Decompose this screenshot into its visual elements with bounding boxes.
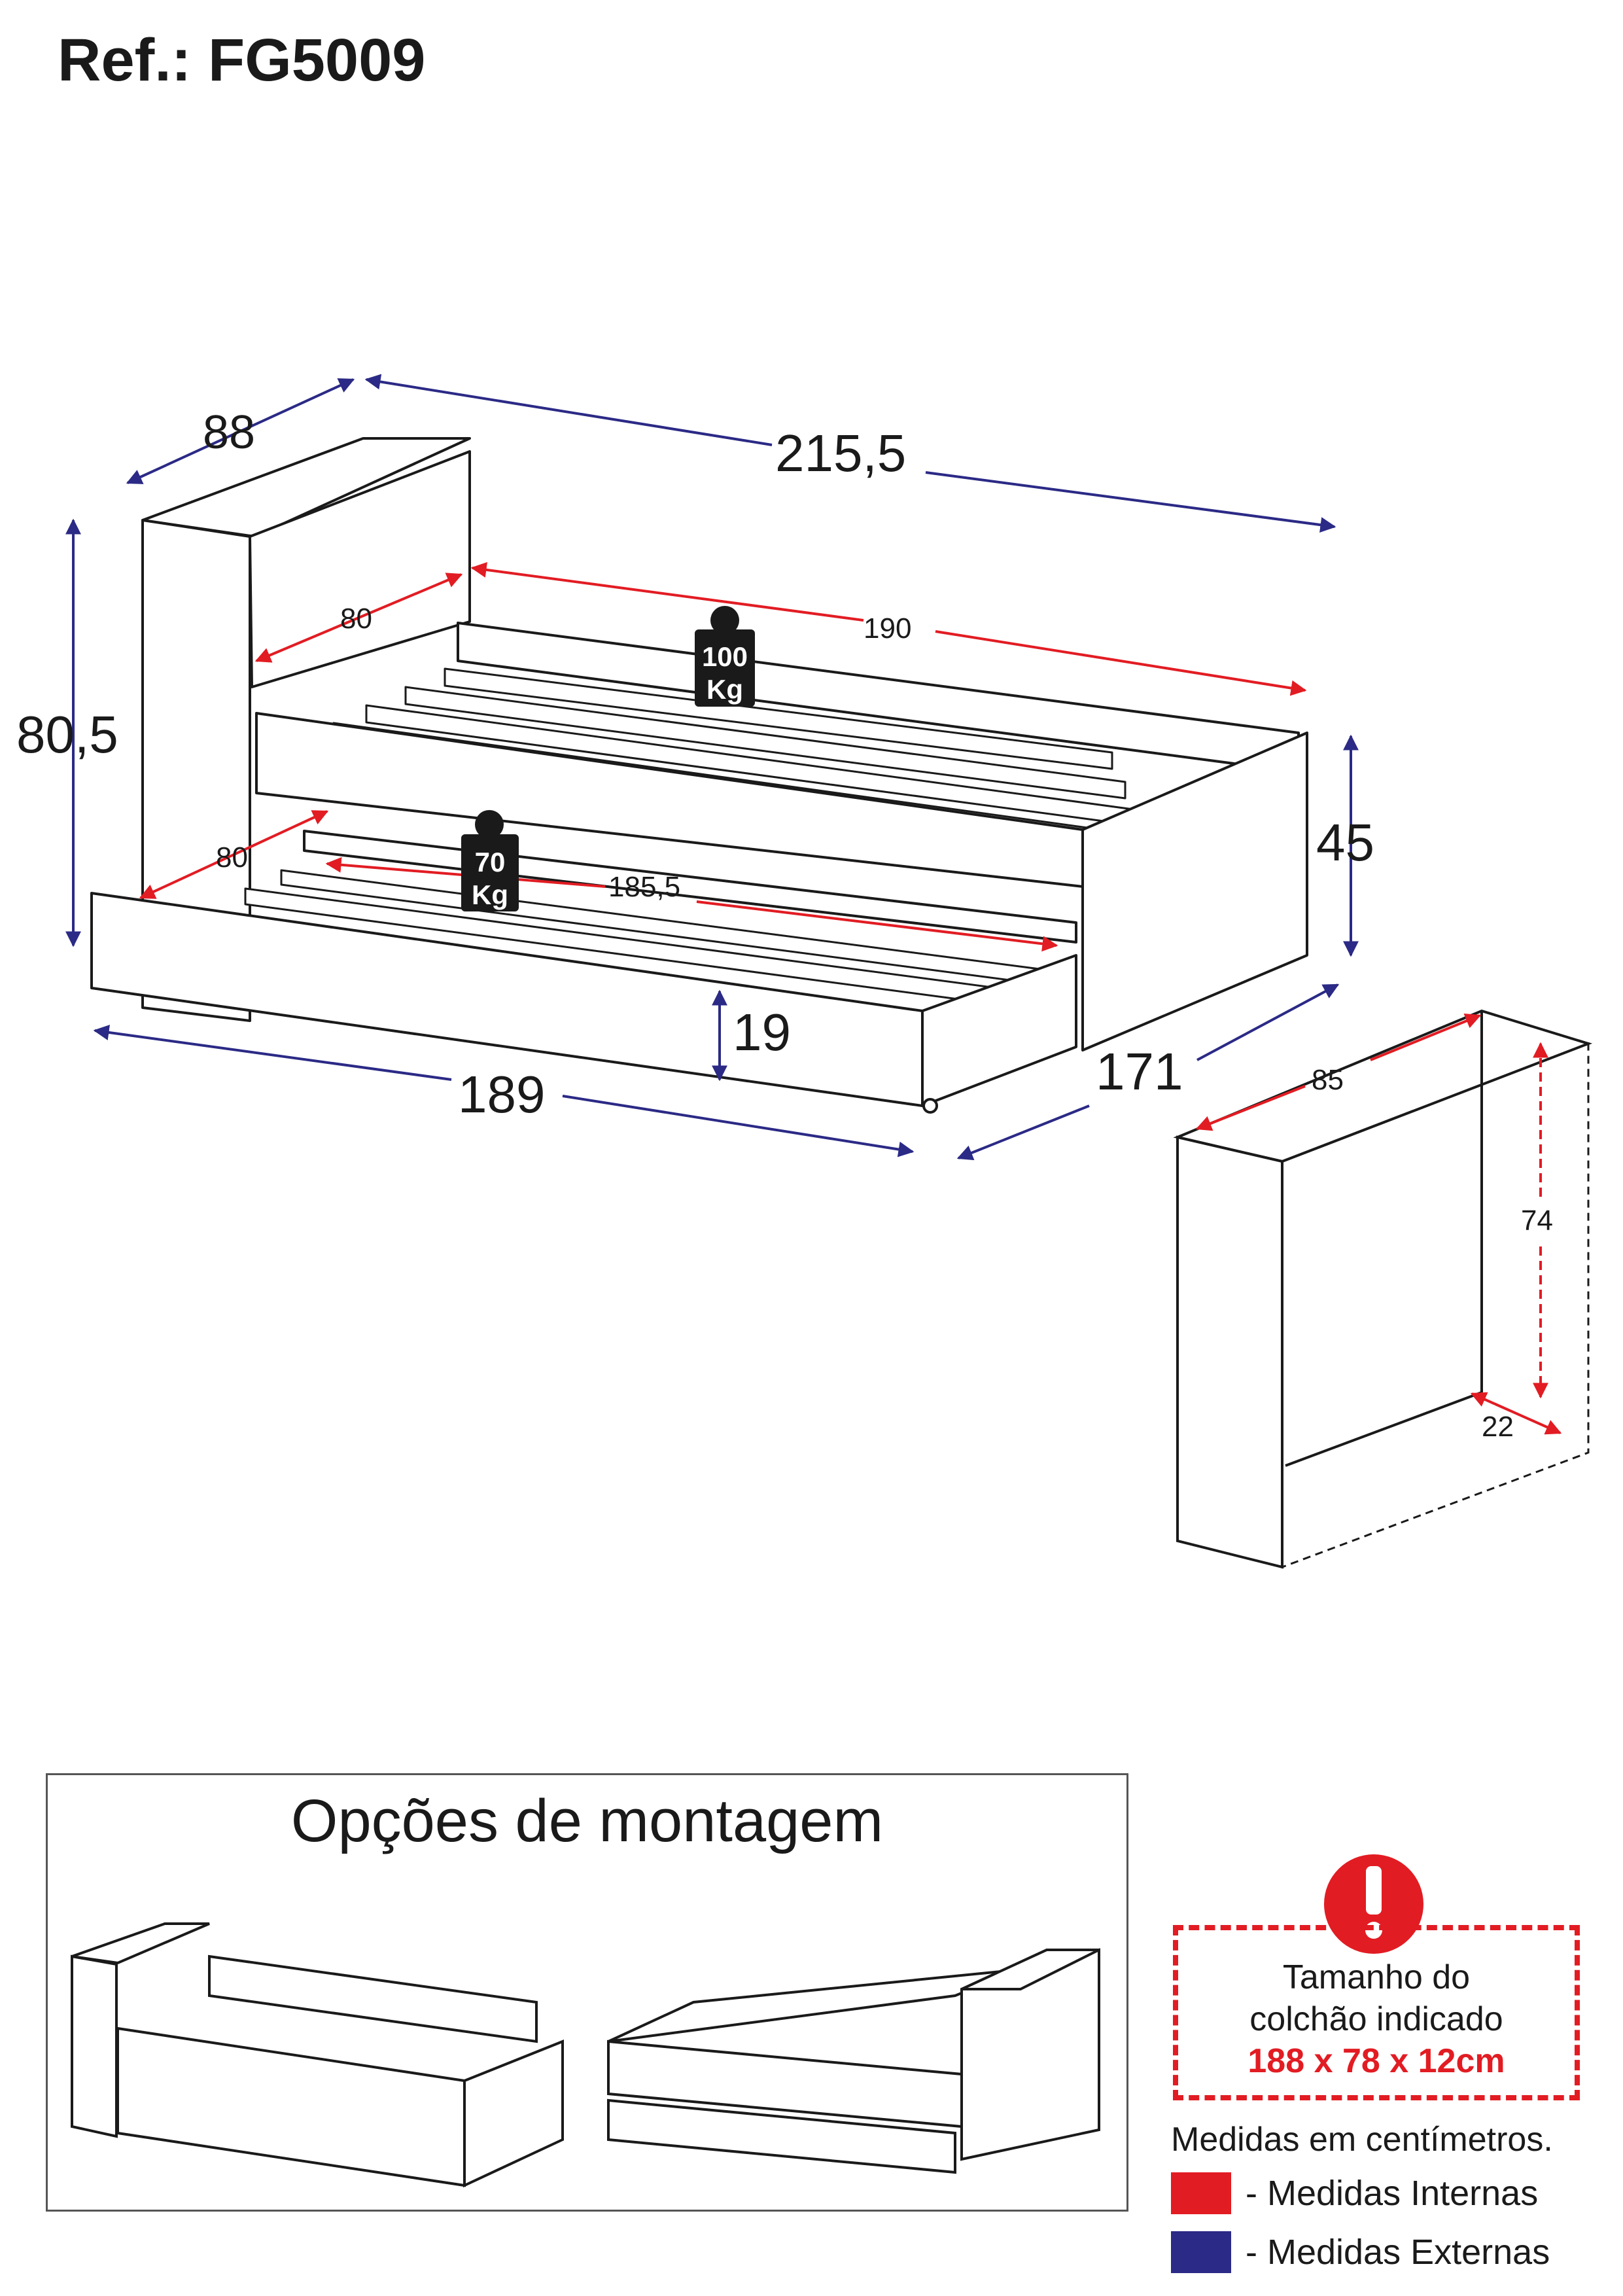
legend-external-swatch [1171, 2231, 1231, 2273]
trundle-side [921, 954, 1077, 1107]
notice-line-1: Tamanho do [1282, 1958, 1471, 1996]
mattress-size: 188 x 78 x 12cm [1248, 2042, 1505, 2080]
mattress-notice: Tamanho do colchão indicado 188 x 78 x 1… [1173, 1925, 1580, 2100]
dim-trundle-length-label: 189 [458, 1065, 545, 1123]
dim-shelf-width-label: 85 [1312, 1064, 1344, 1096]
dim-depth-label: 88 [203, 406, 255, 459]
dim-side-height-label: 45 [1316, 813, 1374, 872]
dim-inner-length-bed-label: 190 [864, 612, 911, 645]
dim-inner-width-bed-label: 80 [340, 603, 372, 635]
legend-external: - Medidas Externas [1171, 2231, 1550, 2273]
foot-panel [1081, 732, 1308, 1051]
external-dimensions [65, 374, 1359, 1161]
dim-inner-length-trundle-label: 185,5 [608, 871, 680, 903]
legend-internal: - Medidas Internas [1171, 2172, 1538, 2214]
weight-icon-70 [461, 810, 519, 911]
assembly-options-title: Opções de montagem [290, 1788, 884, 1854]
legend-internal-label: - Medidas Internas [1246, 2174, 1539, 2213]
load-trundle-value: 70 [475, 847, 506, 877]
load-bed-value: 100 [702, 641, 748, 672]
bed-drawing [90, 437, 1308, 1114]
shelf-module-drawing [1173, 1009, 1593, 1569]
dim-inner-width-trundle-label: 80 [216, 841, 248, 874]
legend-internal-swatch [1171, 2172, 1231, 2214]
load-bed-unit: Kg [707, 674, 743, 705]
dim-trundle-outer-label: 171 [1096, 1042, 1183, 1101]
assembly-options-panel: Opções de montagem [46, 1773, 1128, 2212]
assembly-option-right [607, 1948, 1100, 2174]
units-note: Medidas em centímetros. [1171, 2121, 1553, 2159]
dim-shelf-height-label: 74 [1521, 1205, 1553, 1237]
notice-line-2: colchão indicado [1249, 2000, 1503, 2038]
reference-title: Ref.: FG5009 [58, 27, 426, 94]
shelf-internal-dimensions [1195, 1014, 1562, 1435]
legend-external-label: - Medidas Externas [1246, 2233, 1550, 2272]
dim-total-length-label: 215,5 [775, 424, 906, 482]
dim-shelf-depth-label: 22 [1482, 1411, 1514, 1443]
dim-height-label: 80,5 [16, 705, 118, 764]
dim-trundle-height-label: 19 [733, 1003, 791, 1061]
assembly-option-left [71, 1922, 564, 2188]
weight-icon-100 [695, 606, 755, 707]
load-trundle-unit: Kg [472, 879, 508, 910]
